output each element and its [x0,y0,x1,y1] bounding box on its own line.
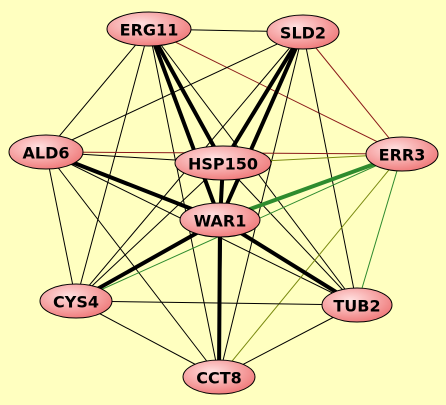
edge-sld2-err3 [302,31,403,155]
node-hsp150[interactable]: HSP150 [174,145,272,181]
edge-erg11-ald6 [45,28,150,153]
node-ald6[interactable]: ALD6 [8,134,84,170]
node-ellipse[interactable] [106,11,192,47]
edge-cys4-tub2 [75,300,358,306]
node-label: CYS4 [53,293,99,312]
edge-ald6-cct8 [45,151,220,378]
node-ellipse[interactable] [174,145,272,181]
node-ellipse[interactable] [365,136,439,172]
node-ellipse[interactable] [179,202,261,238]
node-cys4[interactable]: CYS4 [39,283,113,319]
edge-hsp150-tub2 [222,162,358,306]
node-label: ALD6 [23,144,70,163]
edge-ald6-cys4 [45,151,77,302]
node-ellipse[interactable] [8,134,84,170]
edge-erg11-cct8 [148,28,220,378]
node-ellipse[interactable] [321,287,393,323]
node-label: ERG11 [120,21,179,40]
node-war1[interactable]: WAR1 [179,202,261,238]
edge-erg11-hsp150 [147,27,225,165]
node-label: TUB2 [333,297,380,316]
edge-erg11-war1 [147,27,222,222]
node-label: SLD2 [280,24,326,43]
edge-erg11-cys4 [75,28,150,302]
node-sld2[interactable]: SLD2 [266,14,340,50]
node-ellipse[interactable] [182,359,256,395]
node-erg11[interactable]: ERG11 [106,11,192,47]
node-err3[interactable]: ERR3 [365,136,439,172]
edge-hsp150-cys4 [75,162,224,302]
edge-war1-cct8 [217,218,222,379]
node-label: CCT8 [196,369,242,388]
edge-sld2-hsp150 [221,30,305,165]
node-label: WAR1 [194,212,247,231]
edge-sld2-war1 [218,30,305,222]
node-label: HSP150 [188,155,258,174]
edge-err3-cct8 [218,153,403,378]
node-label: ERR3 [379,146,426,165]
edge-sld2-tub2 [302,31,358,306]
node-ellipse[interactable] [39,283,113,319]
node-ellipse[interactable] [266,14,340,50]
node-tub2[interactable]: TUB2 [321,287,393,323]
edge-err3-tub2 [356,153,403,306]
node-cct8[interactable]: CCT8 [182,359,256,395]
